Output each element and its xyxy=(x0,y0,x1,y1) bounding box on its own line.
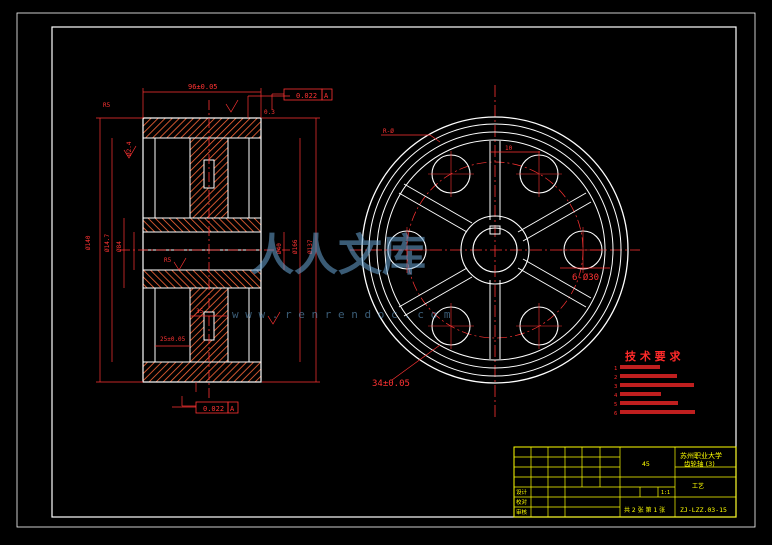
tech-item-text xyxy=(620,401,678,405)
dim-hub-left: R5 xyxy=(164,257,172,264)
tb-school: 苏州职业大学 xyxy=(680,451,722,460)
watermark-url: w w w . r e n r e n d o c . c o m xyxy=(232,308,451,321)
tolerance-frame-bottom: 0.022 A xyxy=(172,401,239,414)
hatch-rim-bottom xyxy=(142,361,262,383)
front-view: R-Ø 10 6-Ø30 34±0.05 xyxy=(350,85,640,420)
tech-item-number: 5 xyxy=(614,402,617,408)
hatch-hub-bottom xyxy=(142,269,262,289)
dim-holes: 6-Ø30 xyxy=(572,272,599,283)
tb-approve: 审核 xyxy=(516,508,528,516)
tb-process: 工艺 xyxy=(692,482,704,490)
dim-right-a: Ø166 xyxy=(292,239,299,254)
tolerance-top-value: 0.022 xyxy=(296,92,317,100)
tech-title: 技 术 要 求 xyxy=(625,349,681,363)
tech-item-number: 3 xyxy=(614,384,617,390)
tech-item-text xyxy=(620,392,661,396)
tb-check: 校对 xyxy=(516,498,528,506)
outer-rim xyxy=(361,116,629,384)
dim-left-a: Ø2.4 xyxy=(126,141,133,156)
tech-item-text xyxy=(620,365,660,369)
outer-frame xyxy=(16,12,756,528)
hub-outer xyxy=(460,215,530,285)
hatch-rim-top xyxy=(142,117,262,139)
roughness-marks xyxy=(123,99,281,325)
watermark-text: 人人文库 xyxy=(250,230,426,281)
tech-item-number: 1 xyxy=(614,366,617,372)
tolerance-bottom-value: 0.022 xyxy=(203,405,224,413)
tech-item-number: 4 xyxy=(614,393,618,399)
dim-fillet: R5 xyxy=(103,102,111,109)
keyway xyxy=(489,225,501,235)
dim-bottom-b: 35 xyxy=(196,308,204,315)
dim-left-b: Ø14.7 xyxy=(104,234,111,252)
tb-material: 45 xyxy=(642,460,650,468)
dim-bottom-a: 25±0.05 xyxy=(160,336,186,343)
inner-frame xyxy=(51,26,737,518)
tolerance-frame-top: 0.022 A xyxy=(271,88,333,110)
dim-width: 96±0.05 xyxy=(188,83,218,91)
tb-scale: 1:1 xyxy=(661,490,670,496)
tb-sheet: 共 2 张 第 1 张 xyxy=(624,506,665,514)
tech-item-number: 6 xyxy=(614,411,617,417)
tech-item-number: 2 xyxy=(614,375,617,381)
datum-bottom: A xyxy=(230,405,235,413)
datum-top: A xyxy=(324,92,329,100)
web-spokes xyxy=(398,141,592,359)
tech-requirements: 技 术 要 求 1 2 3 4 5 6 xyxy=(614,349,695,417)
dim-hub: 0.3 xyxy=(264,109,275,116)
dim-left-d: Ø84 xyxy=(116,241,123,252)
tb-part-name: 齿轮轴 (3) xyxy=(684,459,715,468)
tech-item-text xyxy=(620,410,695,414)
dim-right-b: Ø137 xyxy=(307,239,314,254)
dim-keyway: 10 xyxy=(505,145,513,152)
dim-left-c: Ø140 xyxy=(85,235,92,250)
tech-item-text xyxy=(620,383,694,387)
dim-bottom-radial: 34±0.05 xyxy=(372,379,410,389)
dim-radius-label: R-Ø xyxy=(383,128,394,135)
watermark: 人人文库 w w w . r e n r e n d o c . c o m xyxy=(232,230,451,321)
title-block: 苏州职业大学 齿轮轴 (3) 45 1:1 共 2 张 第 1 张 ZJ-LZZ… xyxy=(513,446,737,518)
tech-item-text xyxy=(620,374,677,378)
hatch-hub-top xyxy=(142,217,262,233)
dim-right-c: Ø40 xyxy=(276,243,283,254)
hub-bore xyxy=(472,227,518,273)
tb-design: 设计 xyxy=(516,488,528,496)
section-view: 96±0.05 0.022 A 0.3 R5 Ø140 Ø14.7 Ø84 Ø2… xyxy=(85,83,333,414)
tb-drawing-no: ZJ-LZZ.03-15 xyxy=(680,506,727,514)
